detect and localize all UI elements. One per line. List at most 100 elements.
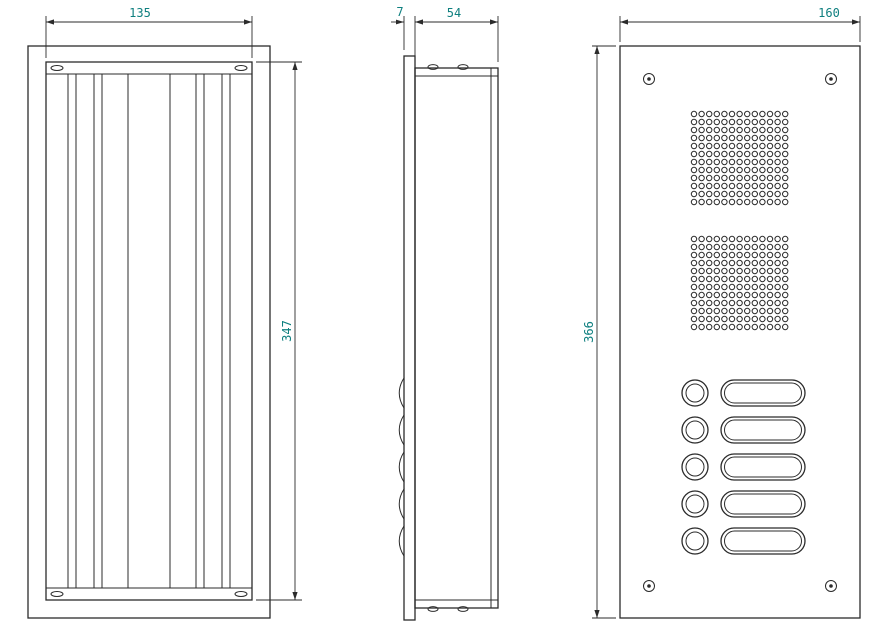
- grille-hole: [759, 315, 766, 323]
- box-profile: [414, 67, 499, 609]
- grille-hole: [721, 291, 728, 299]
- grille-hole: [751, 166, 758, 174]
- clip-mark: [234, 591, 248, 597]
- nub-mark: [427, 64, 439, 70]
- grille-hole: [751, 315, 758, 323]
- grille-hole: [736, 126, 743, 134]
- grille-hole: [713, 267, 720, 275]
- grille-hole: [706, 150, 713, 158]
- grille-hole: [766, 251, 774, 259]
- name-plate: [720, 527, 806, 555]
- grille-hole: [766, 307, 774, 315]
- grille-hole: [736, 198, 743, 206]
- button-bump: [398, 377, 405, 409]
- grille-hole: [690, 126, 698, 134]
- grille-hole: [721, 323, 728, 331]
- grille-hole: [774, 126, 781, 134]
- grille-hole: [782, 267, 789, 275]
- grille-hole: [759, 190, 766, 198]
- grille-hole: [751, 158, 758, 166]
- grille-hole: [774, 134, 781, 142]
- dim-arrow: [292, 62, 298, 70]
- dim-arrow: [415, 19, 423, 25]
- call-button: [681, 490, 709, 518]
- grille-hole: [736, 259, 743, 267]
- grille-hole: [706, 198, 713, 206]
- grille-hole: [706, 267, 713, 275]
- grille-hole: [728, 126, 736, 134]
- grille-hole: [759, 323, 766, 331]
- grille-hole: [766, 299, 774, 307]
- grille-hole: [766, 158, 774, 166]
- grille-hole: [713, 283, 720, 291]
- name-plate: [720, 379, 806, 407]
- screw: [825, 580, 837, 592]
- grille-hole: [706, 142, 713, 150]
- grille-hole: [774, 235, 781, 243]
- grille-hole: [766, 182, 774, 190]
- grille-hole: [706, 134, 713, 142]
- grille-hole: [728, 251, 736, 259]
- grille-hole: [728, 323, 736, 331]
- grille-hole: [774, 118, 781, 126]
- grille-hole: [698, 275, 705, 283]
- nub-mark: [427, 606, 439, 612]
- grille-hole: [751, 142, 758, 150]
- grille-hole: [744, 283, 751, 291]
- grille-hole: [766, 110, 774, 118]
- dim-arrow: [594, 46, 600, 54]
- grille-hole: [774, 142, 781, 150]
- grille-hole: [706, 291, 713, 299]
- grille-hole: [782, 190, 789, 198]
- grille-hole: [721, 307, 728, 315]
- call-button-row: [681, 527, 806, 555]
- wall-frame: [27, 45, 271, 619]
- grille-hole: [774, 291, 781, 299]
- grille-hole: [728, 198, 736, 206]
- grille-hole: [728, 291, 736, 299]
- grille-hole: [782, 158, 789, 166]
- grille-hole: [690, 198, 698, 206]
- grille-hole: [728, 110, 736, 118]
- name-plate: [720, 416, 806, 444]
- grille-hole: [721, 243, 728, 251]
- grille-hole: [690, 323, 698, 331]
- grille-hole: [736, 158, 743, 166]
- grille-hole: [698, 166, 705, 174]
- grille-hole: [774, 307, 781, 315]
- grille-hole: [782, 198, 789, 206]
- dim-arrow: [46, 19, 54, 25]
- grille-hole: [759, 142, 766, 150]
- grille-hole: [736, 190, 743, 198]
- grille-hole: [782, 118, 789, 126]
- call-button: [681, 453, 709, 481]
- grille-hole: [698, 182, 705, 190]
- grille-hole: [728, 190, 736, 198]
- grille-hole: [744, 110, 751, 118]
- clip-mark: [50, 591, 64, 597]
- grille-hole: [774, 315, 781, 323]
- grille-hole: [774, 110, 781, 118]
- call-button: [681, 416, 709, 444]
- grille-hole: [751, 110, 758, 118]
- grille-hole: [706, 283, 713, 291]
- grille-hole: [744, 182, 751, 190]
- grille-hole: [736, 243, 743, 251]
- grille-hole: [744, 174, 751, 182]
- grille-hole: [713, 166, 720, 174]
- grille-hole: [744, 150, 751, 158]
- grille-hole: [759, 158, 766, 166]
- grille-hole: [782, 307, 789, 315]
- grille-hole: [782, 315, 789, 323]
- grille-hole: [782, 150, 789, 158]
- dim-label-box-depth: 54: [447, 6, 461, 20]
- grille-hole: [759, 198, 766, 206]
- grille-hole: [759, 243, 766, 251]
- button-bump: [398, 525, 405, 557]
- grille-hole: [736, 323, 743, 331]
- grille-hole: [690, 118, 698, 126]
- screw: [825, 73, 837, 85]
- screw: [643, 580, 655, 592]
- grille-hole: [721, 251, 728, 259]
- grille-hole: [736, 291, 743, 299]
